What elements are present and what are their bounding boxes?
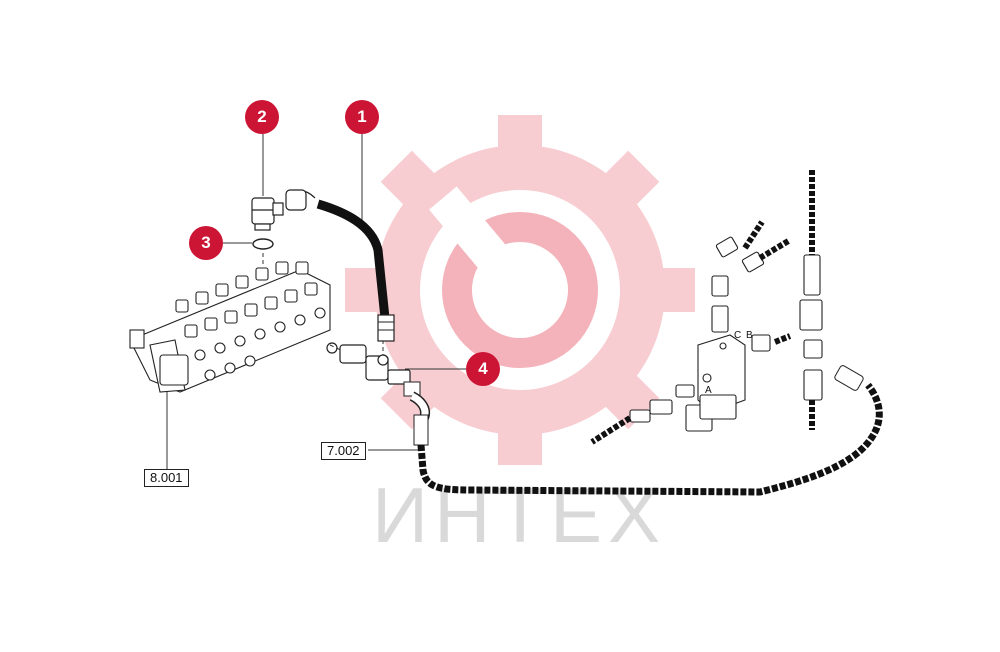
tee-fitting [326,342,411,385]
callout-4[interactable]: 4 [466,352,500,386]
watermark-text: ИНТЕХ [372,471,667,559]
elbow-fitting [251,197,284,231]
long-hose [403,365,883,496]
ref-label-hose[interactable]: 7.002 [321,442,366,460]
port-label-b: B [746,330,753,341]
port-label-a: A [705,385,712,396]
callout-2[interactable]: 2 [245,100,279,134]
diverter-manifold [629,236,823,432]
leader-lines [166,134,466,470]
callout-3[interactable]: 3 [189,226,223,260]
o-ring [252,238,274,250]
hose-part-1 [285,189,395,342]
port-label-c: C [734,330,742,341]
ref-label-valve-block[interactable]: 8.001 [144,469,189,487]
control-valve-block [129,261,331,393]
callout-1[interactable]: 1 [345,100,379,134]
manifold-hoses [590,170,815,445]
